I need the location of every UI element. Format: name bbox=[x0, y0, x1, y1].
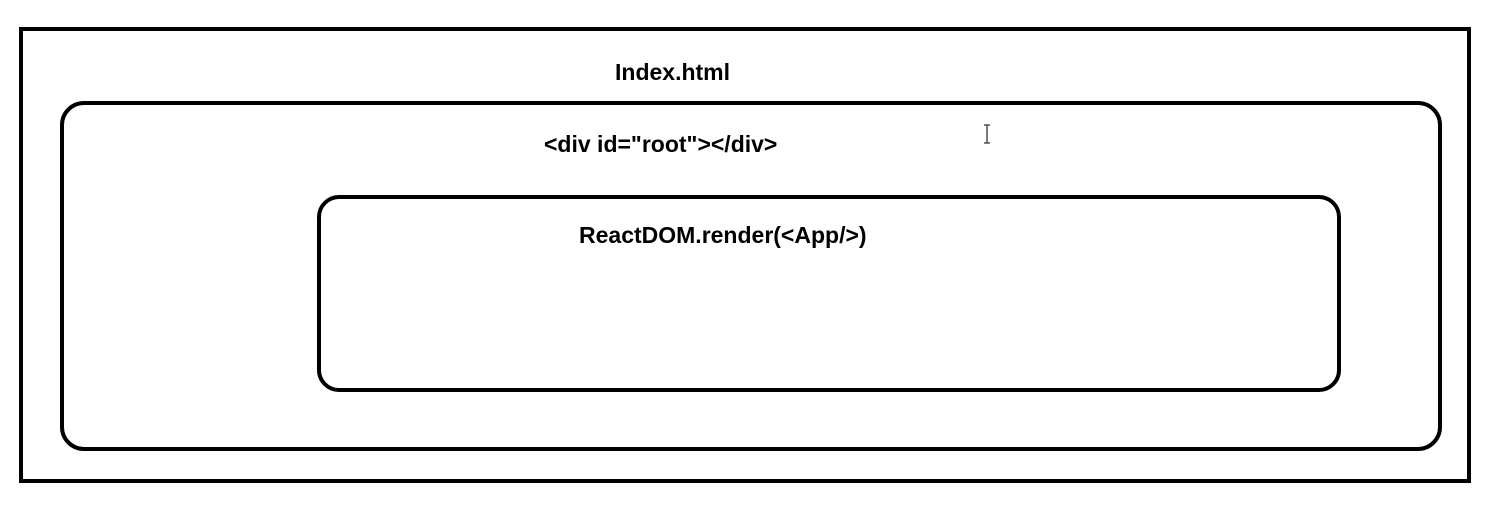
index-html-label: Index.html bbox=[615, 59, 731, 85]
root-div-container bbox=[60, 101, 1442, 451]
text-cursor-icon bbox=[984, 124, 990, 144]
render-app-container bbox=[317, 195, 1341, 392]
render-app-label: ReactDOM.render(<App/>) bbox=[579, 222, 867, 248]
index-html-container bbox=[19, 27, 1471, 483]
root-div-label: <div id="root"></div> bbox=[544, 131, 778, 157]
